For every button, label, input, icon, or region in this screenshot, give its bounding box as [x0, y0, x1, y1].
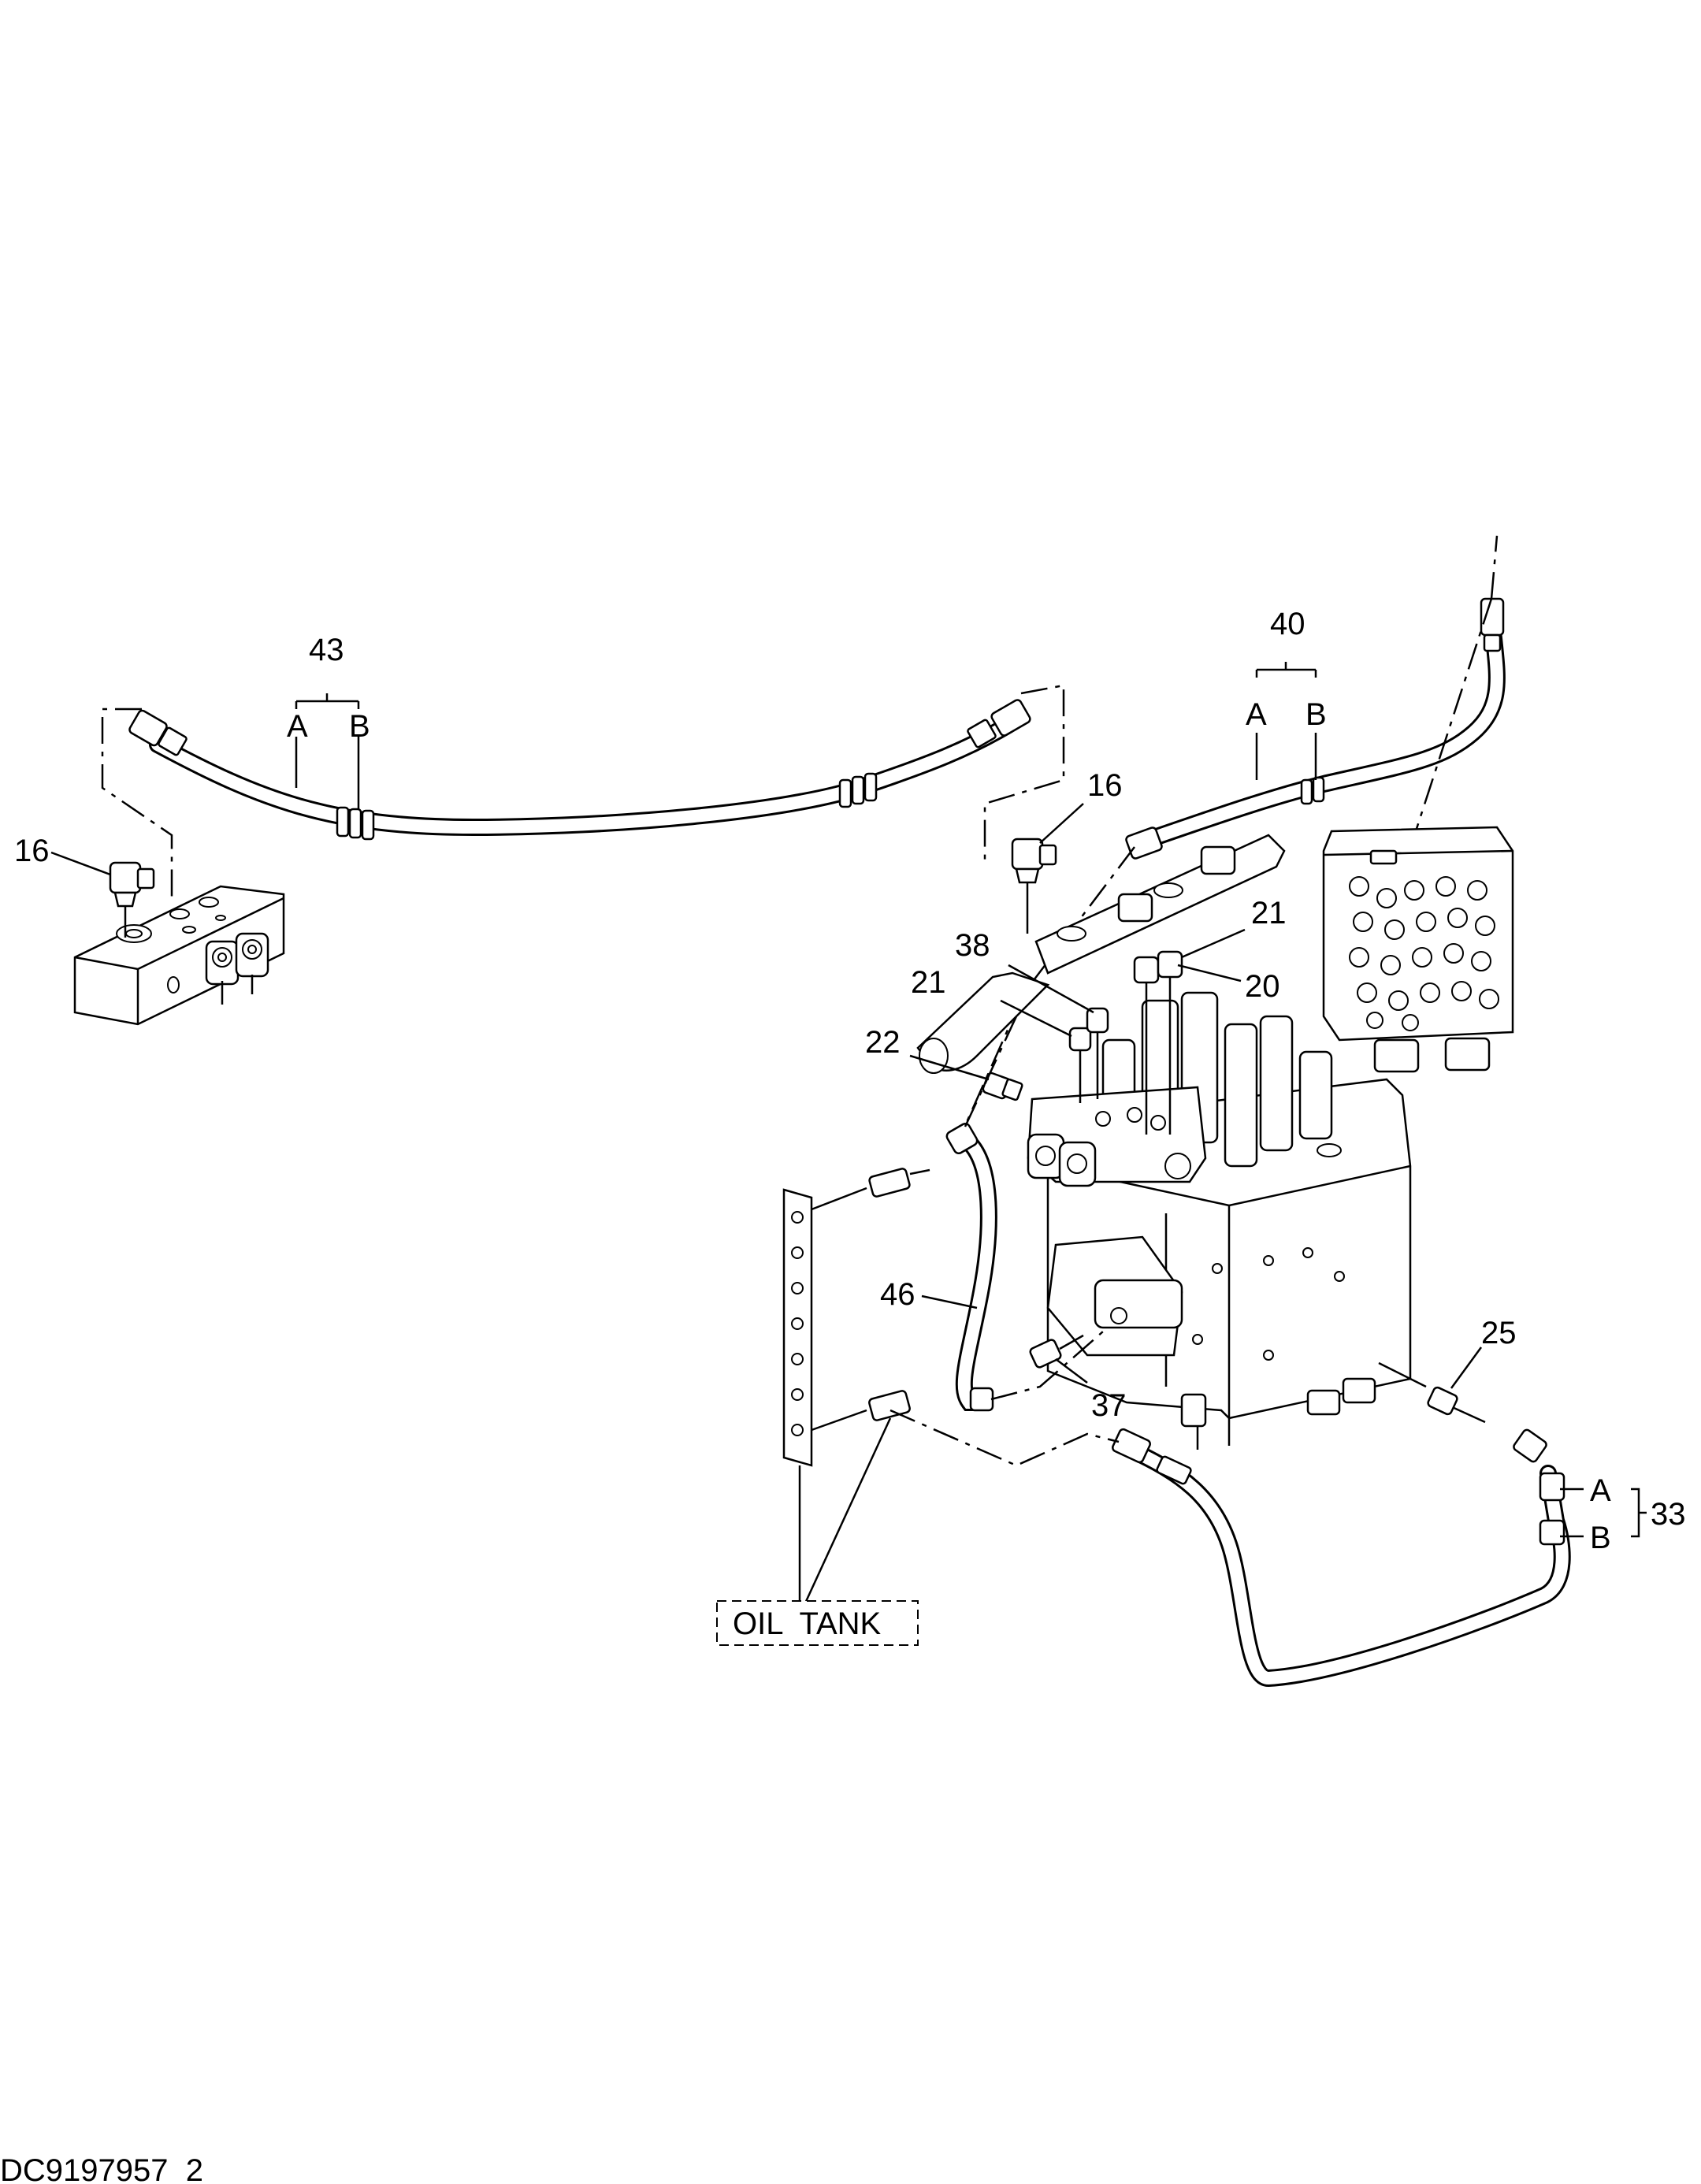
callout-33: 33	[1651, 1497, 1686, 1532]
hose-43	[101, 684, 1065, 898]
callout-43-b: B	[349, 709, 370, 744]
callout-16-right: 16	[1087, 768, 1123, 803]
elbow-fitting-16-left	[50, 851, 155, 938]
fitting-21-mid	[1000, 999, 1092, 1103]
hose-43-band-left	[336, 806, 375, 841]
callout-40-a: A	[1246, 697, 1267, 732]
hose-40-fitting-top	[1480, 597, 1505, 652]
callout-40: 40	[1270, 607, 1305, 641]
fitting-20	[1157, 950, 1242, 1135]
hose-43-band-right	[838, 772, 878, 808]
callout-22: 22	[865, 1025, 901, 1060]
callout-38: 38	[955, 928, 990, 963]
fitting-37	[1029, 1334, 1088, 1384]
drawing-id: DC9197957_2	[0, 2153, 203, 2184]
elbow-fitting-16-right	[1011, 803, 1084, 934]
callout-37: 37	[1091, 1388, 1127, 1423]
callout-46: 46	[880, 1277, 915, 1312]
callout-25: 25	[1481, 1316, 1517, 1350]
callout-21-mid: 21	[911, 965, 946, 1000]
oil-tank-label: OIL TANK	[733, 1606, 882, 1641]
callout-16-left: 16	[14, 834, 50, 868]
valve-inset-right	[1322, 826, 1514, 1073]
oil-tank-flange	[782, 1168, 930, 1616]
callout-43: 43	[309, 633, 344, 667]
hose-43-fitting-left	[128, 709, 188, 756]
callout-33-b: B	[1590, 1521, 1611, 1555]
callout-21-top: 21	[1251, 896, 1287, 930]
callout-40-b: B	[1305, 697, 1327, 732]
hose-46	[921, 1016, 1104, 1412]
hose-40-band	[1300, 776, 1325, 805]
hose-40	[960, 535, 1506, 1135]
main-control-valve	[916, 834, 1412, 1450]
hose-43-fitting-right	[967, 699, 1031, 748]
valve-inset-ports	[1349, 876, 1499, 1031]
oil-tank-label-box	[716, 1600, 919, 1646]
hose-40-fitting-bottom	[1125, 826, 1163, 860]
callout-20: 20	[1245, 969, 1280, 1004]
fitting-25	[1427, 1346, 1483, 1416]
callout-43-a: A	[287, 709, 308, 744]
fitting-38	[1008, 964, 1109, 1099]
valve-block-left	[73, 885, 285, 1026]
callout-33-a: A	[1590, 1473, 1611, 1508]
hose-33	[889, 1361, 1647, 1688]
